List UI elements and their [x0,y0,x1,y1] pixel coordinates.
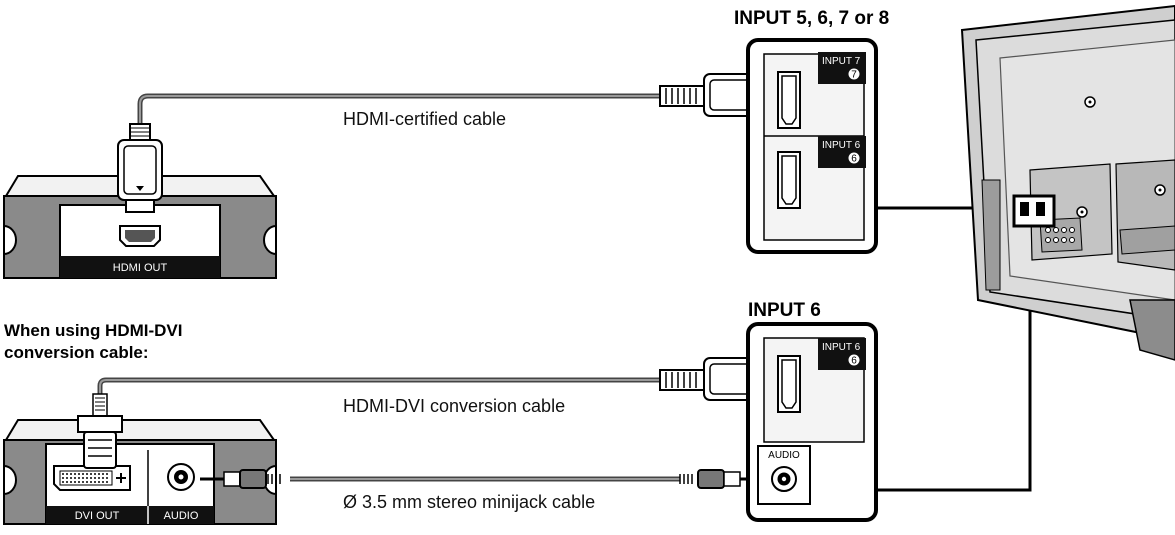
minijack-plug-device-end [200,469,281,489]
hdmi-out-port[interactable] [119,225,161,247]
input7-number: 7 [851,70,857,81]
minijack-cable-label: Ø 3.5 mm stereo minijack cable [343,492,595,512]
panel-audio-label: AUDIO [768,450,800,461]
dvi-out-port[interactable] [53,465,131,491]
input6-number-top: 6 [851,154,857,165]
hdmi-plug-top-device [117,123,163,213]
input6-number-bottom: 6 [851,356,857,367]
dvi-plug-bottom-device [77,393,123,469]
top-input-panel: INPUT 7 7 INPUT 6 6 [746,38,878,254]
hdmi-dvi-note-line1: When using HDMI-DVI [4,321,182,340]
top-source-device: HDMI OUT [3,175,277,279]
hdmi-out-label: HDMI OUT [113,262,168,274]
hdmi-cable-label: HDMI-certified cable [343,109,506,129]
dvi-out-label: DVI OUT [75,510,120,522]
input6-label-bottom: INPUT 6 [822,342,861,353]
hdmi-certified-cable [137,93,663,131]
hdmi-dvi-cable-label: HDMI-DVI conversion cable [343,396,565,416]
hdmi-dvi-note-line2: conversion cable: [4,343,149,362]
input6-label-top: INPUT 6 [822,140,861,151]
input-5-6-7-8-heading: INPUT 5, 6, 7 or 8 [734,8,889,29]
input6-port-top[interactable] [777,151,801,209]
panel-audio-jack[interactable] [771,466,797,492]
input7-label: INPUT 7 [822,56,861,67]
hdmi-dvi-conversion-cable [97,377,663,399]
input-6-heading: INPUT 6 [748,300,821,321]
tv-rear-view [960,4,1175,361]
input7-port[interactable] [777,71,801,129]
audio-out-label: AUDIO [164,510,199,522]
input6-port-bottom[interactable] [777,355,801,413]
bottom-input-panel: INPUT 6 6 AUDIO [746,322,878,522]
audio-out-jack[interactable] [167,463,195,491]
